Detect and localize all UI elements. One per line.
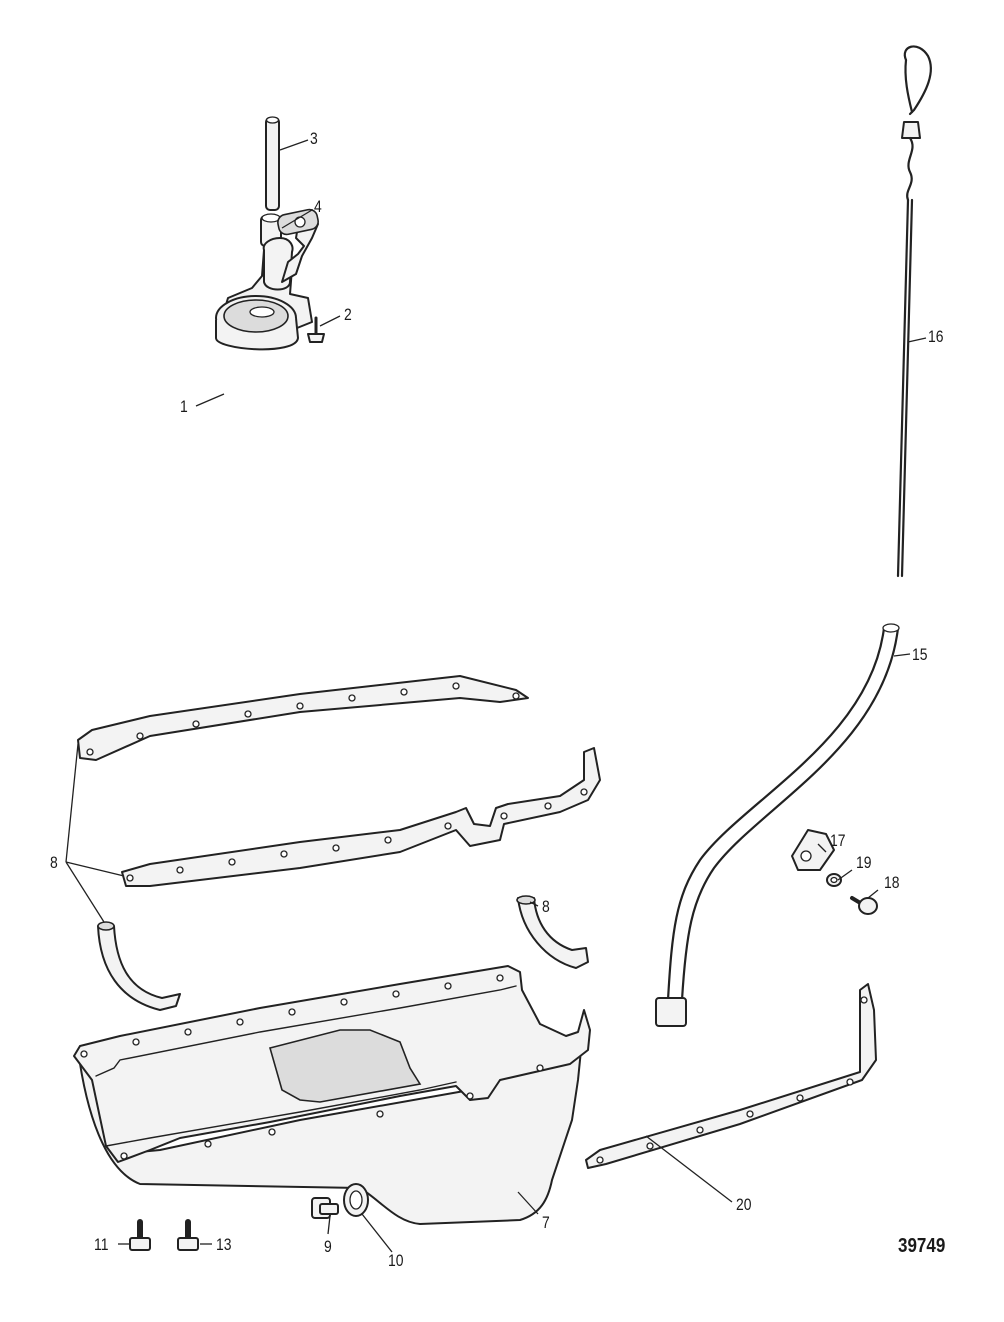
callout-1: 1: [180, 397, 188, 416]
callout-8-left: 8: [50, 853, 58, 872]
pump-screw-part-2: [307, 316, 325, 343]
leader-lines: [65, 139, 927, 1253]
front-seal-part-8: [516, 895, 589, 969]
callout-10: 10: [388, 1251, 404, 1270]
callout-17: 17: [830, 831, 846, 850]
pan-gasket-strip-part-20: [585, 983, 877, 1169]
pickup-tube-part-3: [265, 116, 280, 211]
callout-2: 2: [344, 305, 352, 324]
rear-seal-part-8: [97, 921, 181, 1011]
clip-part-17: [791, 829, 835, 871]
drain-plug-gasket-part-10: [343, 1183, 369, 1217]
callout-20: 20: [736, 1195, 752, 1214]
callout-18: 18: [884, 873, 900, 892]
callout-16: 16: [928, 327, 944, 346]
callout-11: 11: [94, 1235, 109, 1254]
dipstick-part-16: [896, 45, 932, 578]
callout-13: 13: [216, 1235, 232, 1254]
figure-id: 39749: [898, 1235, 946, 1257]
callout-4: 4: [314, 197, 322, 216]
bolt-part-18: [850, 896, 878, 915]
drain-plug-part-9: [311, 1197, 339, 1219]
callout-7: 7: [542, 1213, 550, 1232]
callout-3: 3: [310, 129, 318, 148]
dipstick-tube-part-15: [655, 623, 900, 1027]
callout-8-right: 8: [542, 897, 550, 916]
oil-pump-part-1: [215, 208, 319, 351]
callout-19: 19: [856, 853, 872, 872]
callout-9: 9: [324, 1237, 332, 1256]
oil-pan-part-7: [73, 965, 591, 1225]
pan-gasket-right-part-8: [121, 747, 601, 887]
bolt-part-13: [177, 1219, 199, 1251]
callout-15: 15: [912, 645, 928, 664]
washer-part-19: [826, 873, 842, 887]
bolt-part-11: [129, 1219, 151, 1251]
pan-gasket-left-part-8: [77, 675, 529, 761]
